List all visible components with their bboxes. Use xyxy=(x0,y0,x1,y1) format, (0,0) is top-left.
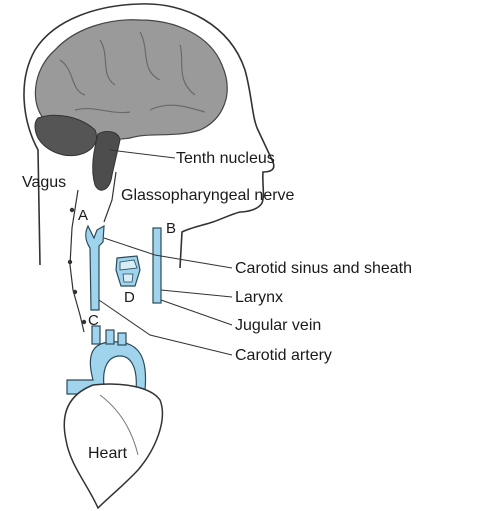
nerve-node xyxy=(73,290,77,294)
brainstem xyxy=(93,132,120,191)
marker-c: C xyxy=(88,312,99,329)
label-carotid-artery: Carotid artery xyxy=(235,347,332,364)
aortic-branch xyxy=(106,330,114,344)
label-larynx: Larynx xyxy=(235,289,283,306)
jugular-vein xyxy=(153,228,161,303)
nerve-node xyxy=(82,320,86,324)
nerve-node xyxy=(70,208,74,212)
aortic-branch xyxy=(118,333,126,345)
leader-tenth-nucleus xyxy=(110,150,175,158)
label-carotid-sinus: Carotid sinus and sheath xyxy=(235,260,412,277)
leader-jugular-vein xyxy=(161,300,232,325)
label-jugular-vein: Jugular vein xyxy=(235,317,321,334)
leader-larynx xyxy=(161,290,232,297)
marker-d: D xyxy=(124,289,135,306)
carotid-vessel xyxy=(86,226,104,310)
label-glossopharyngeal: Glassopharyngeal nerve xyxy=(121,187,295,204)
marker-a: A xyxy=(78,207,88,224)
label-vagus: Vagus xyxy=(22,174,66,191)
label-tenth-nucleus: Tenth nucleus xyxy=(176,150,275,167)
marker-b: B xyxy=(166,220,176,237)
label-heart: Heart xyxy=(88,445,128,462)
nerve-node xyxy=(68,260,72,264)
